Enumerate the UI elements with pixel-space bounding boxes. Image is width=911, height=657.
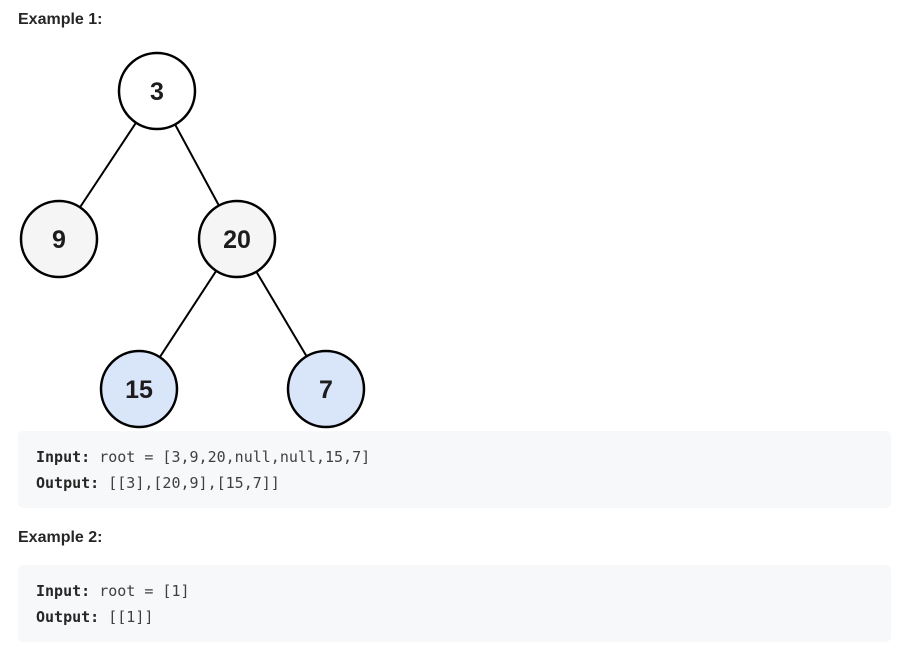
output-value: [[3],[20,9],[15,7]]	[99, 474, 280, 492]
example-2-output-line: Output: [[1]]	[36, 604, 873, 630]
example-1-code-block: Input: root = [3,9,20,null,null,15,7] Ou…	[18, 431, 891, 508]
example-1-input-line: Input: root = [3,9,20,null,null,15,7]	[36, 444, 873, 470]
tree-node-circle-3	[117, 51, 197, 131]
tree-node-label-15: 15	[125, 376, 153, 404]
input-label: Input:	[36, 448, 91, 466]
tree-node-15: 15	[99, 349, 179, 429]
example-2-title: Example 2:	[18, 529, 103, 546]
example-1-output-line: Output: [[3],[20,9],[15,7]]	[36, 470, 873, 496]
binary-tree-diagram: 3 9 20 15 7	[19, 51, 366, 429]
tree-node-circle-15	[99, 349, 179, 429]
tree-node-circle-20	[197, 199, 277, 279]
tree-node-label-7: 7	[319, 376, 333, 404]
tree-node-circle-7	[286, 349, 366, 429]
input-value: root = [3,9,20,null,null,15,7]	[90, 448, 371, 466]
output-label: Output:	[36, 608, 100, 626]
tree-node-label-20: 20	[223, 226, 251, 254]
input-label: Input:	[36, 582, 91, 600]
tree-node-7: 7	[286, 349, 366, 429]
output-label: Output:	[36, 474, 100, 492]
tree-node-20: 20	[197, 199, 277, 279]
tree-node-label-9: 9	[52, 226, 66, 254]
tree-node-circle-9	[19, 199, 99, 279]
tree-node-label-3: 3	[150, 78, 164, 106]
example-2-input-line: Input: root = [1]	[36, 578, 873, 604]
tree-node-9: 9	[19, 199, 99, 279]
example-1-title: Example 1:	[18, 11, 103, 28]
example-2-code-block: Input: root = [1] Output: [[1]]	[18, 565, 891, 642]
input-value: root = [1]	[90, 582, 190, 600]
output-value: [[1]]	[99, 608, 154, 626]
tree-node-3: 3	[117, 51, 197, 131]
